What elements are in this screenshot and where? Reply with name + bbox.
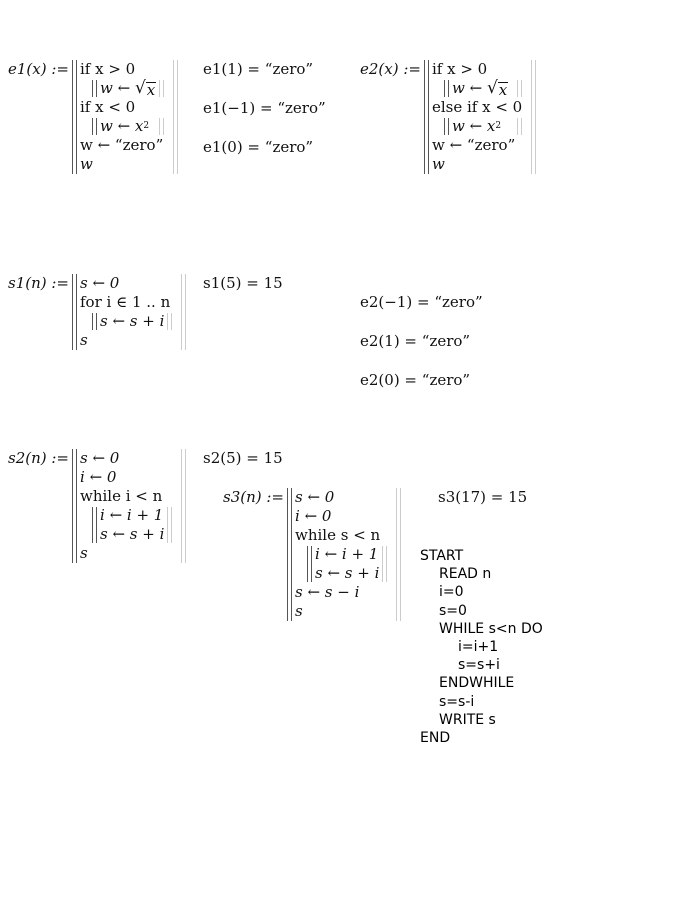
s1-block-loop: s ← s + i (92, 312, 173, 331)
pseudo-dec-s: s=s-i (439, 693, 475, 710)
s3-line-inc-s: s ← s + i (315, 564, 380, 582)
s1-program-outer: s ← 0 for i ∈ 1 .. n s ← s + i s (72, 274, 187, 350)
pseudo-write: WRITE s (439, 711, 496, 728)
s3-line-return: s (295, 602, 303, 620)
e2-eval-3[interactable]: e2(0) = “zero” (360, 371, 471, 389)
e2-sqrt-lhs: w ← (451, 79, 483, 97)
s1-program: s ← 0 for i ∈ 1 .. n s ← s + i s (72, 274, 178, 350)
s2-line-inc-i: i ← i + 1 (100, 506, 164, 524)
e1-block-1: w ← √x (91, 78, 165, 99)
s1-eval[interactable]: s1(5) = 15 (203, 274, 283, 292)
pseudo-end: END (420, 730, 451, 747)
e2-block-1: w ← √x (443, 79, 523, 98)
s1-line-init: s ← 0 (80, 274, 120, 292)
e2-square-lhs: w ← x (451, 117, 496, 135)
e1-sqrt-arg: x (145, 81, 157, 99)
s3-line-init-i: i ← 0 (295, 507, 332, 525)
e1-line-return: w (79, 155, 93, 173)
e2-line-if: if x > 0 (431, 60, 488, 78)
s3-line-dec-s: s ← s − i (295, 583, 360, 601)
pseudocode-text[interactable]: START READ n i=0 s=0 WHILE s<n DO i=i+1 … (420, 547, 543, 747)
pseudo-init-i: i=0 (439, 584, 464, 601)
s2-definition[interactable]: s2(n) := s ← 0 i ← 0 while i < n i ← i +… (8, 449, 187, 563)
s2-eval[interactable]: s2(5) = 15 (203, 449, 283, 467)
s3-line-init-s: s ← 0 (295, 488, 335, 506)
e1-eval-1[interactable]: e1(1) = “zero” (203, 60, 314, 78)
s3-name: s3(n) := (223, 488, 284, 506)
e1-name: e1(x) := (8, 60, 69, 78)
s1-line-for: for i ∈ 1 .. n (80, 293, 171, 311)
e2-definition[interactable]: e2(x) := if x > 0 w ← √x else if x < 0 w… (360, 60, 537, 174)
s3-line-inc-i: i ← i + 1 (315, 545, 379, 563)
s3-program-outer: s ← 0 i ← 0 while s < n i ← i + 1 s ← s … (287, 488, 402, 621)
s2-line-while: while i < n (80, 487, 163, 505)
e2-eval-2[interactable]: e2(1) = “zero” (360, 332, 471, 350)
e1-sqrt-lhs: w ← (99, 79, 131, 97)
e2-line-elseif: else if x < 0 (431, 98, 523, 116)
e1-square-lhs: w ← x (99, 117, 144, 135)
s3-eval[interactable]: s3(17) = 15 (438, 488, 528, 506)
s3-line-while: while s < n (295, 526, 381, 544)
pseudo-read: READ n (439, 566, 492, 583)
s2-program: s ← 0 i ← 0 while i < n i ← i + 1 s ← s … (72, 449, 178, 563)
e1-line-sqrt: w ← √x (99, 78, 157, 99)
s1-line-return: s (80, 331, 88, 349)
s1-line-accumulate: s ← s + i (100, 312, 165, 330)
sqrt-icon: √x (134, 78, 157, 99)
s2-line-init-s: s ← 0 (80, 449, 120, 467)
e2-sqrt-arg: x (497, 81, 509, 99)
s2-block-loop: i ← i + 1 s ← s + i (92, 506, 173, 544)
pseudo-inc-i: i=i+1 (458, 639, 499, 656)
s2-line-inc-s: s ← s + i (100, 525, 165, 543)
s1-name: s1(n) := (8, 274, 69, 292)
pseudo-inc-s: s=s+i (458, 657, 500, 674)
e2-line-zero: w ← “zero” (431, 136, 516, 154)
e1-eval-2[interactable]: e1(−1) = “zero” (203, 99, 326, 117)
pseudo-start: START (420, 548, 464, 564)
e1-square-exp: 2 (143, 121, 150, 131)
e2-line-sqrt: w ← √x (452, 79, 514, 98)
s3-block-loop: i ← i + 1 s ← s + i (307, 545, 388, 583)
e2-line-return: w (431, 155, 445, 173)
e2-eval-1[interactable]: e2(−1) = “zero” (360, 293, 483, 311)
s2-name: s2(n) := (8, 449, 69, 467)
e1-eval-3[interactable]: e1(0) = “zero” (203, 138, 314, 156)
e1-line-if2: if x < 0 (79, 98, 136, 116)
e2-square-exp: 2 (495, 121, 502, 131)
s3-definition[interactable]: s3(n) := s ← 0 i ← 0 while s < n i ← i +… (223, 488, 402, 621)
s2-line-return: s (80, 544, 88, 562)
s1-definition[interactable]: s1(n) := s ← 0 for i ∈ 1 .. n s ← s + i … (8, 274, 187, 350)
s3-program: s ← 0 i ← 0 while s < n i ← i + 1 s ← s … (287, 488, 393, 621)
e1-line-zero: w ← “zero” (79, 136, 164, 154)
pseudo-while: WHILE s<n DO (439, 620, 543, 637)
e1-line-if: if x > 0 (79, 60, 136, 78)
e2-name: e2(x) := (360, 60, 421, 78)
pseudo-endwhile: ENDWHILE (439, 675, 515, 692)
s2-program-outer: s ← 0 i ← 0 while i < n i ← i + 1 s ← s … (72, 449, 187, 563)
s2-line-init-i: i ← 0 (80, 468, 117, 486)
sqrt-icon: √x (486, 78, 509, 99)
pseudo-init-s: s=0 (439, 602, 467, 619)
